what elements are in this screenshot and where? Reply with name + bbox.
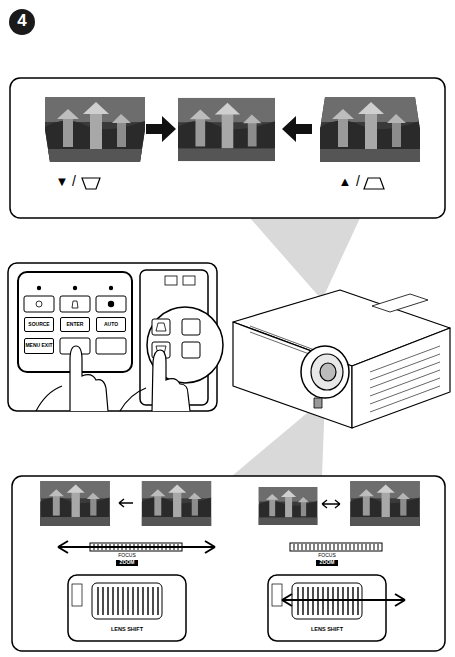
keystone-image bbox=[45, 97, 145, 162]
keystone-up-key bbox=[152, 319, 170, 335]
projector bbox=[233, 290, 450, 428]
indicator-led bbox=[37, 286, 41, 290]
zoomed-image bbox=[142, 481, 211, 526]
key bbox=[165, 276, 177, 285]
focus-label: FOCUS bbox=[110, 553, 144, 559]
lens-control bbox=[268, 575, 386, 641]
indicator-led bbox=[109, 286, 113, 290]
lens-shift-label: LENS SHIFT bbox=[297, 626, 357, 632]
key bbox=[183, 276, 195, 285]
separator: / bbox=[352, 174, 364, 189]
keypad-button: ENTER bbox=[60, 317, 90, 332]
double-arrow bbox=[282, 594, 405, 606]
lens-control bbox=[68, 575, 186, 641]
step-badge bbox=[9, 9, 35, 35]
zoomed-image bbox=[40, 481, 109, 526]
direction-symbol: ▲ bbox=[338, 175, 352, 189]
pointing-hand bbox=[70, 346, 108, 411]
keystone-panel bbox=[10, 78, 445, 218]
pointing-hand bbox=[36, 386, 62, 411]
keystone-icon bbox=[156, 323, 166, 331]
zoom-label: ZOOM bbox=[116, 560, 138, 566]
zoom-key-icon bbox=[272, 584, 282, 606]
button-label: ENTER bbox=[67, 322, 84, 327]
lens-shift-panel bbox=[12, 476, 445, 651]
corrected-image bbox=[178, 98, 275, 161]
keypad-button: SOURCE bbox=[24, 317, 54, 332]
button-label: AUTO bbox=[104, 322, 118, 327]
arrow-symbol bbox=[119, 499, 133, 507]
keypad-button: MENU EXIT bbox=[24, 338, 54, 354]
keystone-icon bbox=[364, 178, 384, 189]
lens-shift-label: LENS SHIFT bbox=[97, 626, 157, 632]
power-button bbox=[24, 296, 54, 312]
shifted-image bbox=[259, 487, 317, 525]
pointing-hand bbox=[120, 388, 146, 411]
double-arrow bbox=[58, 541, 215, 553]
zoom-key-icon bbox=[72, 584, 82, 606]
zoom-key bbox=[182, 342, 200, 358]
help-button bbox=[96, 296, 126, 312]
shifted-image bbox=[350, 481, 419, 526]
lens-shift-knob bbox=[92, 583, 162, 619]
power-icon bbox=[36, 301, 42, 307]
arrow-symbol bbox=[146, 116, 176, 142]
keystone-image bbox=[320, 97, 420, 162]
keypad-button: AUTO bbox=[96, 317, 126, 332]
light-beam bbox=[250, 218, 360, 300]
step-number: 4 bbox=[9, 12, 35, 31]
help-icon bbox=[108, 301, 114, 307]
keystone-up-button bbox=[60, 296, 90, 312]
button-label: MENU EXIT bbox=[25, 343, 52, 348]
separator: / bbox=[68, 174, 80, 189]
pointing-hand bbox=[152, 350, 190, 411]
keystone-icon bbox=[72, 301, 78, 308]
keystone-icon bbox=[82, 178, 100, 189]
indicator-led bbox=[73, 286, 77, 290]
zoom-wheel bbox=[290, 543, 382, 551]
zoom-label: ZOOM bbox=[316, 560, 338, 566]
arrow-symbol bbox=[282, 116, 312, 142]
focus-label: FOCUS bbox=[310, 553, 344, 559]
zoom-key bbox=[182, 319, 200, 335]
double-arrow bbox=[322, 500, 340, 508]
button-label: SOURCE bbox=[28, 322, 49, 327]
blank-button bbox=[96, 338, 126, 354]
direction-symbol: ▼ bbox=[55, 175, 69, 189]
